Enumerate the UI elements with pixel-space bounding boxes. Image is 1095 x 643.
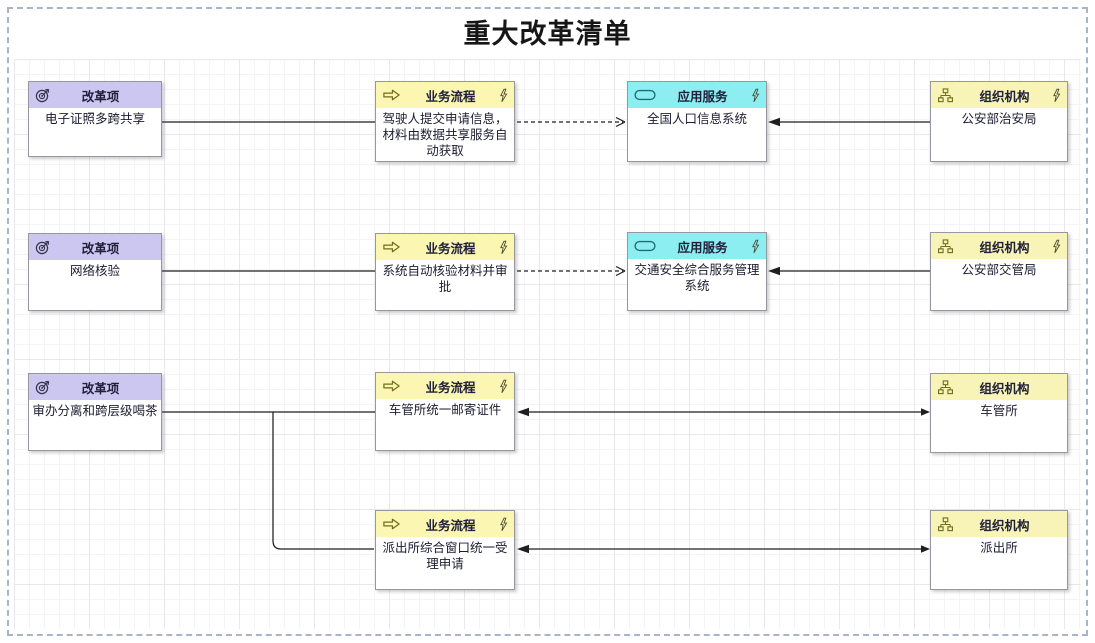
node-header: 组织机构 <box>931 82 1067 108</box>
node-header: 业务流程 <box>376 373 514 399</box>
node-header: 改革项 <box>29 82 161 108</box>
node-name: 派出所综合窗口统一受理申请 <box>382 541 508 571</box>
node-org-3[interactable]: 组织机构 车管所 <box>930 373 1068 453</box>
node-org-1[interactable]: 组织机构 公安部治安局 <box>930 81 1068 162</box>
lightning-bolt-icon <box>497 517 508 532</box>
node-org-2[interactable]: 组织机构 公安部交管局 <box>930 232 1068 311</box>
node-reform-2[interactable]: 改革项 网络核验 <box>28 233 162 311</box>
node-name: 系统自动核验材料并审批 <box>382 264 508 294</box>
node-type-label: 改革项 <box>81 89 120 104</box>
node-type-label: 组织机构 <box>979 89 1030 104</box>
node-type-label: 改革项 <box>81 241 120 256</box>
node-service-1[interactable]: 应用服务 全国人口信息系统 <box>627 81 767 162</box>
node-name: 车管所 <box>980 404 1018 418</box>
process-arrow-icon <box>382 240 404 254</box>
diagram-title: 重大改革清单 <box>463 19 632 49</box>
node-org-4[interactable]: 组织机构 派出所 <box>930 510 1068 590</box>
lightning-bolt-icon <box>1050 239 1061 254</box>
org-chart-icon <box>937 87 959 103</box>
node-name: 车管所统一邮寄证件 <box>388 403 502 417</box>
lightning-bolt-icon <box>497 88 508 103</box>
org-chart-icon <box>937 379 959 395</box>
node-name: 交通安全综合服务管理系统 <box>634 263 760 293</box>
lightning-bolt-icon <box>497 379 508 394</box>
node-reform-1[interactable]: 改革项 电子证照多跨共享 <box>28 81 162 157</box>
node-name: 网络核验 <box>69 264 120 278</box>
node-header: 业务流程 <box>376 82 514 108</box>
node-name: 电子证照多跨共享 <box>44 112 145 126</box>
node-type-label: 改革项 <box>81 381 120 396</box>
node-header: 改革项 <box>29 374 161 400</box>
node-type-label: 业务流程 <box>425 89 476 104</box>
node-reform-3[interactable]: 改革项 审办分离和跨层级喝茶 <box>28 373 162 451</box>
service-oval-icon <box>634 89 656 101</box>
lightning-bolt-icon <box>1050 88 1061 103</box>
node-name: 公安部交管局 <box>961 263 1037 277</box>
target-icon <box>35 87 57 103</box>
node-name: 驾驶人提交申请信息，材料由数据共享服务自动获取 <box>382 112 508 158</box>
node-type-label: 业务流程 <box>425 380 476 395</box>
node-type-label: 组织机构 <box>979 518 1030 533</box>
node-type-label: 业务流程 <box>425 241 476 256</box>
node-name: 公安部治安局 <box>961 112 1037 126</box>
node-header: 业务流程 <box>376 234 514 260</box>
node-header: 应用服务 <box>628 233 766 259</box>
node-process-2[interactable]: 业务流程 系统自动核验材料并审批 <box>375 233 515 311</box>
node-name: 派出所 <box>980 541 1018 555</box>
lightning-bolt-icon <box>749 88 760 103</box>
service-oval-icon <box>634 240 656 252</box>
node-header: 业务流程 <box>376 511 514 537</box>
canvas-dashed-frame <box>7 7 1088 636</box>
node-type-label: 组织机构 <box>979 240 1030 255</box>
node-process-1[interactable]: 业务流程 驾驶人提交申请信息，材料由数据共享服务自动获取 <box>375 81 515 162</box>
node-service-2[interactable]: 应用服务 交通安全综合服务管理系统 <box>627 232 767 311</box>
lightning-bolt-icon <box>749 239 760 254</box>
target-icon <box>35 239 57 255</box>
node-process-4[interactable]: 业务流程 派出所综合窗口统一受理申请 <box>375 510 515 590</box>
node-header: 应用服务 <box>628 82 766 108</box>
node-process-3[interactable]: 业务流程 车管所统一邮寄证件 <box>375 372 515 451</box>
process-arrow-icon <box>382 517 404 531</box>
node-header: 组织机构 <box>931 511 1067 537</box>
node-name: 全国人口信息系统 <box>646 112 747 126</box>
node-header: 组织机构 <box>931 233 1067 259</box>
target-icon <box>35 379 57 395</box>
node-type-label: 应用服务 <box>677 89 728 104</box>
org-chart-icon <box>937 516 959 532</box>
process-arrow-icon <box>382 379 404 393</box>
node-type-label: 组织机构 <box>979 381 1030 396</box>
lightning-bolt-icon <box>497 240 508 255</box>
process-arrow-icon <box>382 88 404 102</box>
node-type-label: 应用服务 <box>677 240 728 255</box>
org-chart-icon <box>937 238 959 254</box>
node-name: 审办分离和跨层级喝茶 <box>32 404 158 418</box>
node-type-label: 业务流程 <box>425 518 476 533</box>
grid-background <box>14 59 1081 629</box>
node-header: 改革项 <box>29 234 161 260</box>
node-header: 组织机构 <box>931 374 1067 400</box>
